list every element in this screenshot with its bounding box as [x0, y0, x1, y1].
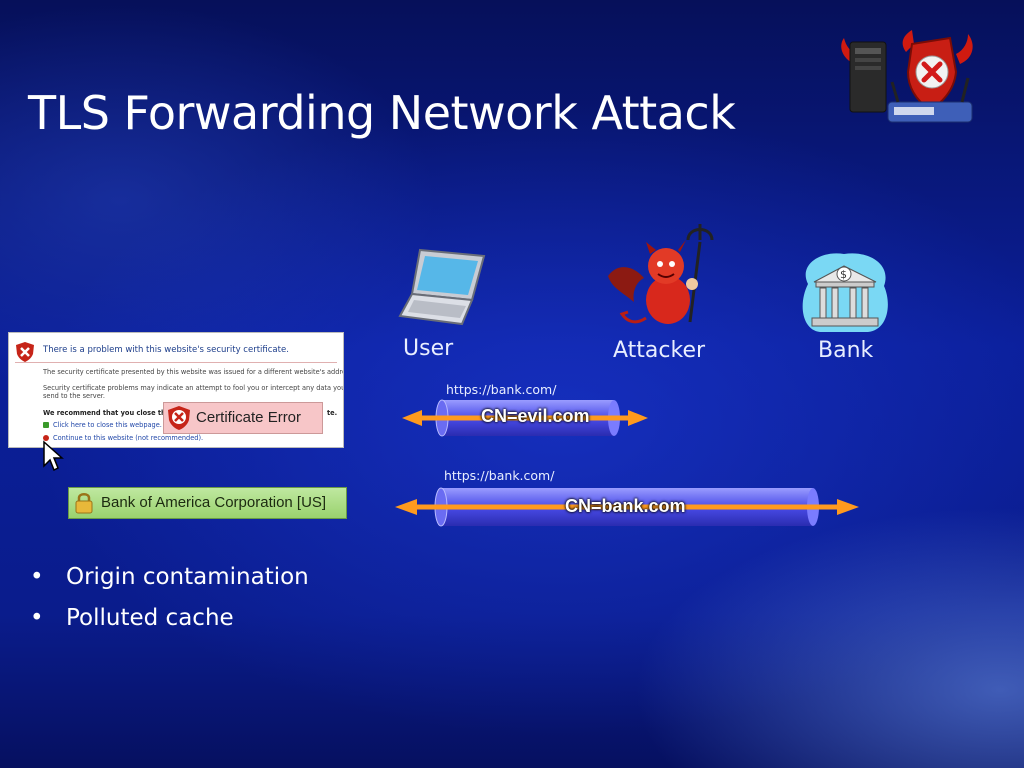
list-item: • Origin contamination — [30, 556, 309, 597]
green-shield-icon — [43, 422, 49, 428]
continue-website-link[interactable]: Continue to this website (not recommende… — [53, 434, 203, 442]
padlock-icon — [74, 491, 94, 515]
ev-certificate-badge[interactable]: Bank of America Corporation [US] — [68, 487, 347, 519]
slide-title: TLS Forwarding Network Attack — [28, 86, 735, 140]
shield-error-icon — [167, 405, 191, 431]
laptop-icon — [398, 246, 488, 332]
tunnel-2-cert: CN=bank.com — [565, 496, 686, 517]
bullet-text: Polluted cache — [66, 605, 234, 631]
dialog-line-2: Security certificate problems may indica… — [43, 384, 344, 392]
bullet-text: Origin contamination — [66, 564, 309, 590]
bullet-symbol: • — [30, 605, 66, 631]
dialog-line-4-end: te. — [327, 409, 337, 417]
tunnel-1-url: https://bank.com/ — [446, 382, 556, 397]
certificate-error-text: Certificate Error — [196, 409, 301, 426]
dialog-heading: There is a problem with this website's s… — [43, 345, 289, 355]
bank-icon: $ — [798, 250, 892, 336]
mouse-cursor-icon — [42, 440, 64, 474]
tunnel-2-url: https://bank.com/ — [444, 468, 554, 483]
dialog-separator — [15, 362, 337, 363]
list-item: • Polluted cache — [30, 597, 309, 638]
bullet-symbol: • — [30, 564, 66, 590]
user-label: User — [403, 336, 453, 361]
devil-icon — [604, 222, 724, 334]
security-logo-icon — [836, 24, 986, 136]
dialog-line-4: We recommend that you close thi — [43, 409, 168, 417]
ev-certificate-text: Bank of America Corporation [US] — [101, 494, 326, 511]
tunnel-1-cert: CN=evil.com — [481, 406, 590, 427]
svg-text:$: $ — [840, 268, 847, 281]
shield-error-icon — [15, 341, 35, 363]
attacker-label: Attacker — [613, 338, 705, 363]
dialog-line-1: The security certificate presented by th… — [43, 368, 344, 376]
certificate-error-badge[interactable]: Certificate Error — [163, 402, 323, 434]
bank-label: Bank — [818, 338, 873, 363]
close-webpage-link[interactable]: Click here to close this webpage. — [53, 421, 162, 429]
bullet-list: • Origin contamination • Polluted cache — [30, 556, 309, 638]
dialog-line-3: send to the server. — [43, 392, 105, 400]
